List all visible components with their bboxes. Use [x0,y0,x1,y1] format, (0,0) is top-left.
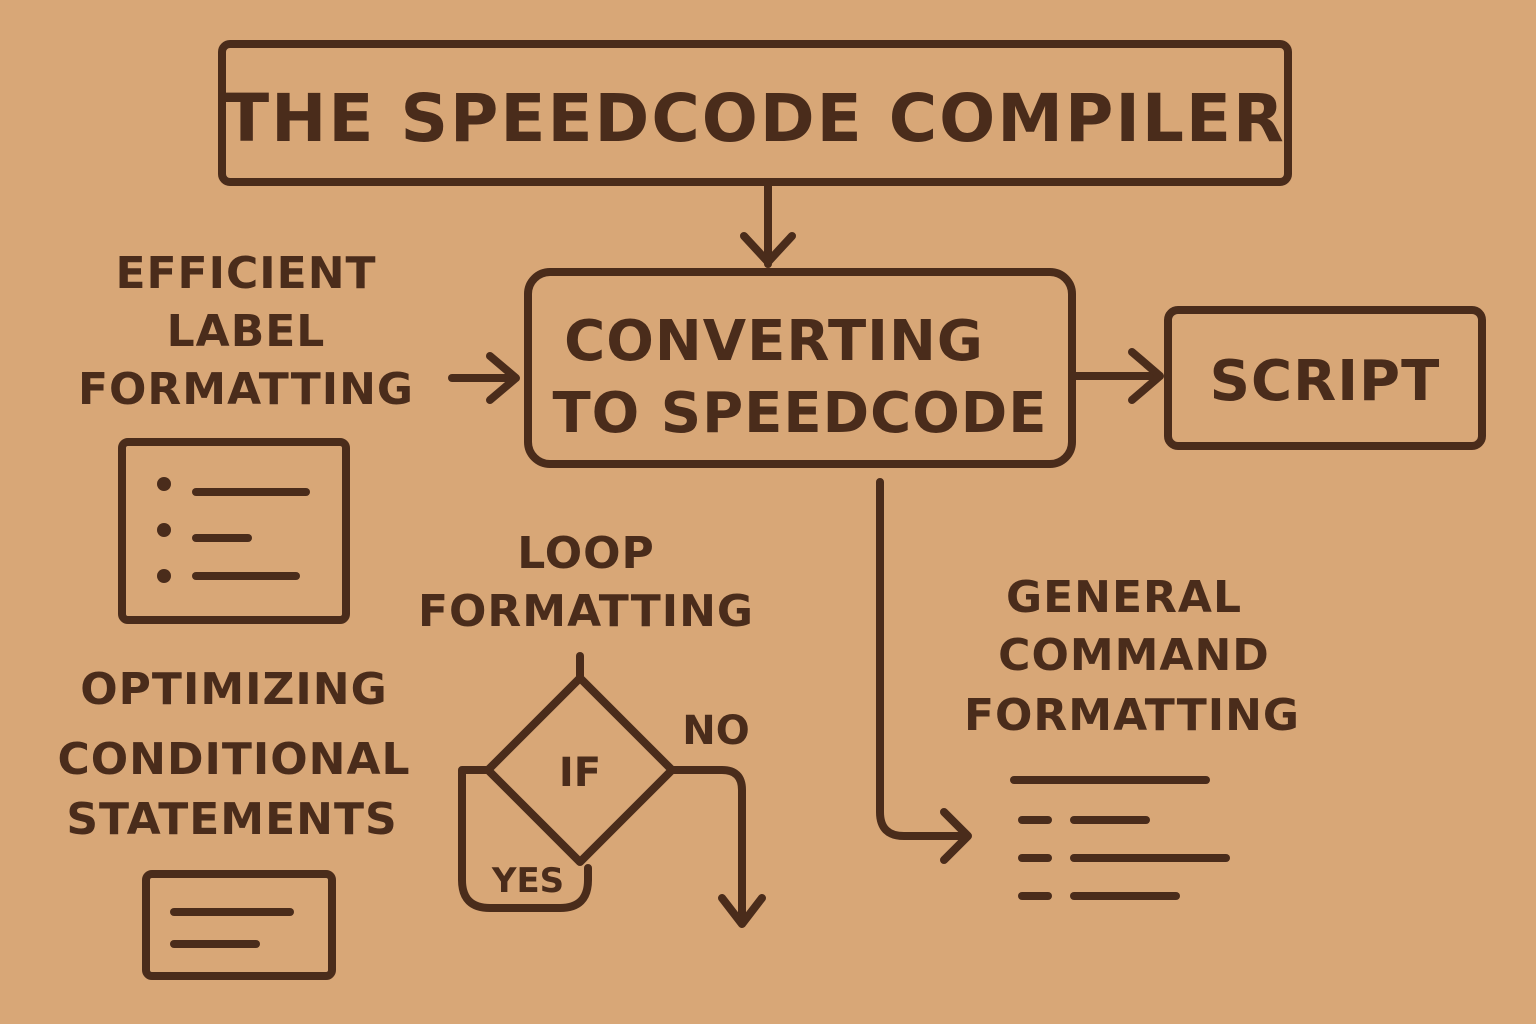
arrow-efficient-to-converting [448,352,520,404]
general-line1: GENERAL [1006,572,1242,623]
loop-line1: LOOP [517,528,655,579]
if-decision-node: IF YES NO [458,652,766,928]
converting-line1: CONVERTING [564,309,984,374]
converting-line2: TO SPEEDCODE [552,381,1047,446]
general-command-group: GENERAL COMMAND FORMATTING [964,572,1300,741]
no-label: NO [682,708,749,754]
optimizing-line2: CONDITIONAL [57,734,410,785]
command-lines-icon [1010,776,1230,900]
arrow-converting-to-script [1070,348,1164,404]
title-text: THE SPEEDCODE COMPILER [224,80,1286,157]
optimizing-group: OPTIMIZING CONDITIONAL STATEMENTS [57,664,410,845]
general-line2: COMMAND [998,630,1270,681]
efficient-label-group: EFFICIENT LABEL FORMATTING [78,248,414,415]
loop-line2: FORMATTING [418,586,754,637]
script-node: SCRIPT [1164,306,1486,450]
efficient-line2: LABEL [167,306,326,357]
if-text: IF [559,750,601,796]
text-box-icon [142,870,336,980]
loop-formatting-group: LOOP FORMATTING [418,528,754,637]
efficient-line3: FORMATTING [78,364,414,415]
list-document-icon [118,438,350,624]
yes-label: YES [491,861,564,901]
title-node: THE SPEEDCODE COMPILER [218,40,1292,186]
script-text: SCRIPT [1210,349,1441,414]
converting-node: CONVERTING TO SPEEDCODE [524,268,1076,468]
arrow-title-to-converting [740,180,796,268]
arrow-converting-to-general [876,478,972,864]
optimizing-line3: STATEMENTS [66,794,397,845]
optimizing-line1: OPTIMIZING [80,664,387,715]
efficient-line1: EFFICIENT [115,248,376,299]
general-line3: FORMATTING [964,690,1300,741]
